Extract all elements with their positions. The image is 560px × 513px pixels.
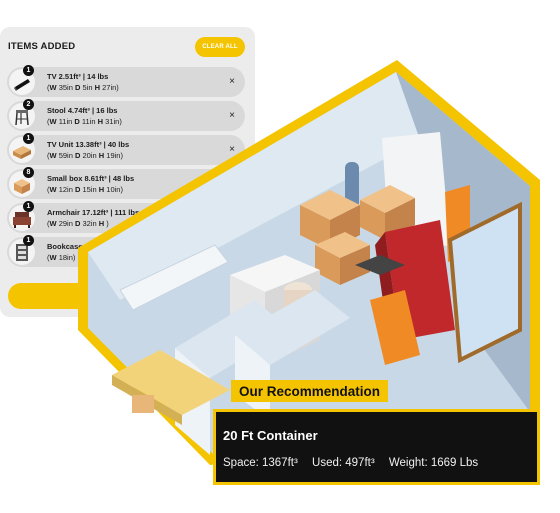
item-count-badge: 2 — [23, 99, 34, 110]
item-dimensions: (W 35in D 5in H 27in) — [47, 83, 119, 92]
box-shape — [315, 232, 370, 258]
item-name: TV Unit 13.38ft³ | 40 lbs — [47, 140, 130, 149]
container-left-wall — [88, 72, 420, 300]
recommendation-tag: Our Recommendation — [231, 380, 389, 402]
table-shape — [355, 255, 405, 275]
bench-shape — [112, 350, 230, 415]
mirror-shape — [447, 201, 522, 364]
container-name: 20 Ft Container — [223, 428, 318, 443]
remove-item-button[interactable]: × — [229, 76, 235, 87]
space-value: Space: 1367ft³ — [223, 457, 298, 469]
remove-item-button[interactable]: × — [229, 110, 235, 121]
item-count-badge: 1 — [23, 235, 34, 246]
box-shape — [132, 395, 154, 413]
list-item: 1 TV Unit 13.38ft³ | 40 lbs (W 59in D 20… — [7, 133, 245, 165]
item-name: TV 2.51ft³ | 14 lbs — [47, 72, 109, 81]
item-name: Bookcase — [47, 242, 83, 251]
tv-shape — [119, 244, 229, 311]
item-count-badge: 1 — [23, 133, 34, 144]
item-name: Armchair 17.12ft³ | 111 lbs — [47, 208, 140, 217]
recommendation-card: 20 Ft Container Space: 1367ft³ Used: 497… — [213, 409, 540, 485]
used-value: Used: 497ft³ — [312, 457, 375, 469]
item-count-badge: 1 — [23, 201, 34, 212]
cabinet-shape — [230, 255, 320, 292]
list-item: 2 Stool 4.74ft³ | 16 lbs (W 11in D 11in … — [7, 99, 245, 131]
clear-all-button[interactable]: CLEAR ALL — [195, 37, 245, 57]
chair-shape — [370, 290, 420, 365]
item-name: Stool 4.74ft³ | 16 lbs — [47, 106, 118, 115]
remove-item-button[interactable]: × — [229, 144, 235, 155]
board-shape — [175, 300, 290, 378]
item-dimensions: (W 12in D 15in H 10in) — [47, 185, 123, 194]
item-count-badge: 8 — [23, 167, 34, 178]
container-stats: Space: 1367ft³ Used: 497ft³ Weight: 1669… — [223, 457, 489, 469]
list-item: 1 TV 2.51ft³ | 14 lbs (W 35in D 5in H 27… — [7, 65, 245, 97]
item-count-badge: 1 — [23, 65, 34, 76]
item-dimensions: (W 59in D 20in H 19in) — [47, 151, 123, 160]
item-dimensions: (W 11in D 11in H 31in) — [47, 117, 122, 126]
weight-value: Weight: 1669 Lbs — [388, 457, 479, 469]
item-name: Small box 8.61ft³ | 48 lbs — [47, 174, 135, 183]
panel-title: ITEMS ADDED — [8, 41, 76, 52]
item-dimensions: (W 18in) — [47, 253, 76, 262]
box-shape — [360, 185, 415, 213]
board-shape — [235, 290, 350, 365]
item-dimensions: (W 29in D 32in H ) — [47, 219, 109, 228]
